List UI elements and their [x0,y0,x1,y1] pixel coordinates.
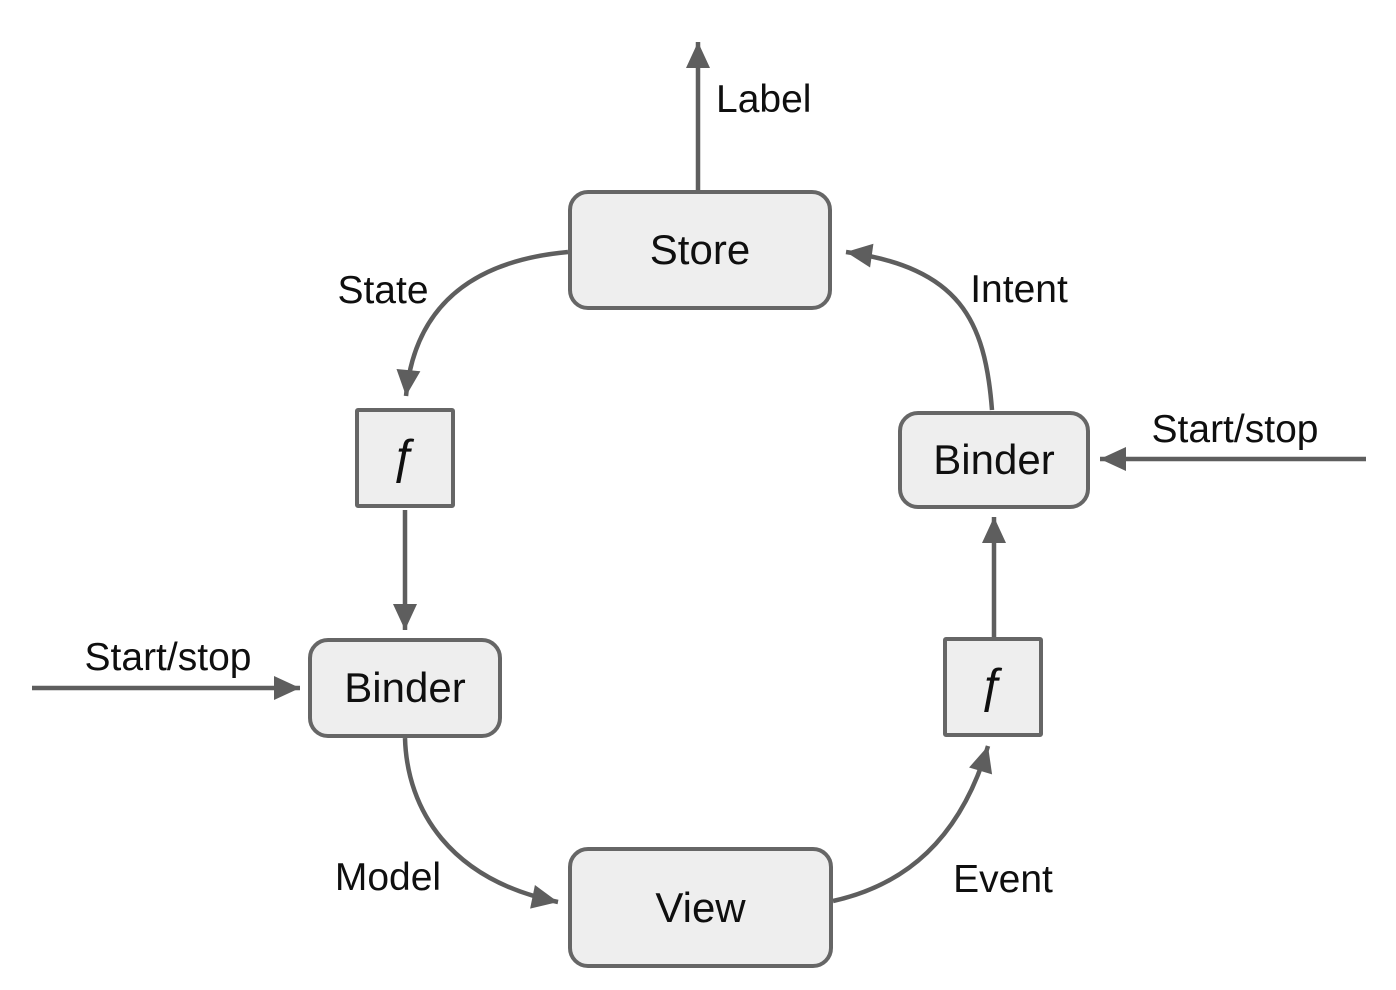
node-binder-left: Binder [308,638,502,738]
edge-state-arrow [396,249,569,397]
node-store-label: Store [649,226,751,273]
node-transform-right-label: ƒ [979,660,1007,713]
edge-label-intent: Intent [970,268,1068,311]
node-transform-right: ƒ [943,637,1043,737]
node-transform-left: ƒ [355,408,455,508]
edge-label-label-out: Label [716,78,812,121]
node-store: Store [568,190,832,310]
node-transform-left-label: ƒ [391,431,419,484]
edge-label-event: Event [953,858,1053,901]
edge-label-model: Model [334,856,442,899]
node-view: View [568,847,833,968]
node-binder-left-label: Binder [344,664,466,711]
edge-label-start-stop-right: Start/stop [1151,408,1319,451]
node-view-label: View [655,883,746,931]
edge-label-start-stop-left: Start/stop [84,636,252,679]
edge-model-arrow [402,737,559,909]
edge-event-arrow [832,745,993,904]
edge-label-state: State [337,269,429,312]
node-binder-right-label: Binder [933,436,1055,483]
node-binder-right: Binder [898,411,1090,509]
edge-intent-arrow [845,243,995,411]
